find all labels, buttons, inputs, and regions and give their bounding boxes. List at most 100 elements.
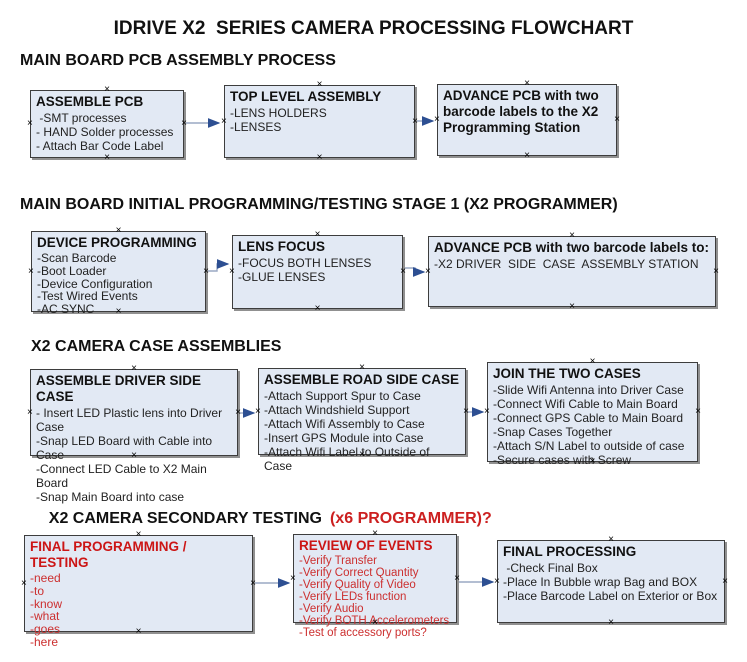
connection-point-icon: × <box>314 303 321 314</box>
box-item: -Place In Bubble wrap Bag and BOX <box>503 575 698 589</box>
box-item: -Device Configuration <box>37 276 153 291</box>
connector-arrow-deviceprog-to-lensfocus <box>207 259 230 272</box>
box-lens-focus: LENS FOCUS -FOCUS BOTH LENSES -GLUE LENS… <box>229 230 406 314</box>
box-top-level-assembly: TOP LEVEL ASSEMBLY -LENS HOLDERS -LENSES… <box>221 80 418 163</box>
connection-point-icon: × <box>229 266 235 277</box>
box-item: -FOCUS BOTH LENSES <box>238 256 372 270</box>
box-title: JOIN THE TWO CASES <box>493 366 641 381</box>
box-title: TOP LEVEL ASSEMBLY <box>230 89 382 104</box>
connection-point-icon: × <box>235 406 241 418</box>
box-item: -Attach Windshield Support <box>264 403 410 417</box>
box-assemble-driver-side-case: ASSEMBLE DRIVER SIDE CASE - Insert LED P… <box>27 364 241 505</box>
connection-point-icon: × <box>454 572 460 584</box>
box-assemble-road-side-case: ASSEMBLE ROAD SIDE CASE -Attach Support … <box>255 363 469 474</box>
box-item: - Attach Bar Code Label <box>36 139 164 153</box>
box-item: -Attach S/N Label to outside of case <box>493 439 685 453</box>
connection-point-icon: × <box>614 114 620 125</box>
box-item: -here <box>30 634 59 649</box>
box-item: -Place Barcode Label on Exterior or Box <box>503 589 718 603</box>
box-item: -Slide Wifi Antenna into Driver Case <box>493 383 684 397</box>
connection-point-icon: × <box>181 118 187 129</box>
box-item: -Test of accessory ports? <box>299 627 427 639</box>
box-item: -Attach Wifi Assembly to Case <box>264 417 425 431</box>
section-heading-secondary-testing-red: (x6 PROGRAMMER)? <box>330 510 492 527</box>
box-advance-pcb-programming-station: ADVANCE PCB with two barcode labels to t… <box>434 79 620 161</box>
connection-point-icon: × <box>104 152 110 163</box>
box-title: REVIEW OF EVENTS <box>299 538 433 553</box>
box-join-the-two-cases: JOIN THE TWO CASES -Slide Wifi Antenna i… <box>484 357 701 468</box>
connection-point-icon: × <box>722 575 728 587</box>
connection-point-icon: × <box>316 152 323 163</box>
box-item: -Connect LED Cable to X2 Main Board <box>36 462 211 490</box>
box-item: - HAND Solder processes <box>36 125 174 139</box>
connection-point-icon: × <box>425 265 431 277</box>
box-title: ASSEMBLE DRIVER SIDE CASE <box>36 373 205 404</box>
connection-point-icon: × <box>255 405 261 417</box>
box-item: -Check Final Box <box>503 561 598 575</box>
box-item: -need <box>30 571 61 585</box>
connection-point-icon: × <box>27 406 33 418</box>
box-device-programming: DEVICE PROGRAMMING -Scan Barcode -Boot L… <box>28 226 209 317</box>
box-item: -Attach Wifi Label to Outside of Case <box>264 445 433 473</box>
box-item: -Verify Quality of Video <box>299 579 416 591</box>
section-heading-secondary-testing-black: X2 CAMERA SECONDARY TESTING <box>48 510 322 527</box>
box-item: -Insert GPS Module into Case <box>264 431 424 445</box>
box-review-of-events: REVIEW OF EVENTS -Verify Transfer -Verif… <box>290 529 460 640</box>
page-title: IDRIVE X2 SERIES CAMERA PROCESSING FLOWC… <box>113 18 634 39</box>
box-title: LENS FOCUS <box>238 239 326 254</box>
box-item: -Test Wired Events <box>37 289 138 304</box>
box-item: -goes <box>30 622 61 637</box>
box-item: -Boot Loader <box>37 263 107 278</box>
connection-point-icon: × <box>203 265 209 277</box>
connection-point-icon: × <box>21 577 27 589</box>
box-item: -Connect GPS Cable to Main Board <box>493 411 684 425</box>
box-assemble-pcb: ASSEMBLE PCB -SMT processes - HAND Solde… <box>27 85 187 163</box>
box-item: -LENSES <box>230 120 282 134</box>
box-title: ADVANCE PCB with two barcode labels to t… <box>443 88 603 135</box>
connection-point-icon: × <box>463 405 469 417</box>
box-title: DEVICE PROGRAMMING <box>37 235 197 250</box>
box-item: -Scan Barcode <box>37 251 117 265</box>
box-title: ADVANCE PCB with two barcode labels to: <box>434 240 710 255</box>
box-item: - Insert LED Plastic lens into Driver Ca… <box>36 406 226 434</box>
box-title: FINAL PROCESSING <box>503 544 637 559</box>
section-heading-case-assemblies: X2 CAMERA CASE ASSEMBLIES <box>31 338 282 355</box>
connection-point-icon: × <box>250 577 256 589</box>
box-item: -Verify Transfer <box>299 555 377 567</box>
box-item: -what <box>30 609 60 624</box>
connection-point-icon: × <box>569 301 575 312</box>
box-item: -Attach Support Spur to Case <box>264 389 421 403</box>
connection-point-icon: × <box>695 406 701 417</box>
box-item: -know <box>30 596 63 611</box>
connection-point-icon: × <box>494 575 500 587</box>
connection-point-icon: × <box>713 265 719 277</box>
connection-point-icon: × <box>221 115 227 127</box>
box-title: ASSEMBLE PCB <box>36 94 144 109</box>
box-item: -X2 DRIVER SIDE CASE ASSEMBLY STATION <box>434 257 699 271</box>
box-item: -AC SYNC <box>37 302 95 317</box>
box-item: -Verify Correct Quantity <box>299 567 419 579</box>
box-item: -Snap Main Board into case <box>36 490 185 504</box>
box-item: -LENS HOLDERS <box>230 106 327 120</box>
box-item: -Connect Wifi Cable to Main Board <box>493 397 678 411</box>
connection-point-icon: × <box>290 572 296 584</box>
connection-point-icon: × <box>484 406 490 417</box>
section-heading-initial-programming: MAIN BOARD INITIAL PROGRAMMING/TESTING S… <box>20 196 618 213</box>
box-item: -GLUE LENSES <box>238 270 326 284</box>
connection-point-icon: × <box>28 265 34 277</box>
box-item: -Snap LED Board with Cable into Case <box>36 434 216 462</box>
connection-point-icon: × <box>400 266 406 277</box>
box-item: -Secure cases with Screw <box>493 453 632 467</box>
box-final-processing: FINAL PROCESSING -Check Final Box -Place… <box>494 535 728 628</box>
connection-point-icon: × <box>434 114 440 125</box>
box-item: -Snap Cases Together <box>493 425 613 439</box>
box-title: FINAL PROGRAMMING / TESTING <box>30 539 191 570</box>
connection-point-icon: × <box>524 150 530 161</box>
box-item: -Verify BOTH Accelerometers <box>299 615 450 627</box>
box-item: -to <box>30 583 45 598</box>
section-heading-secondary-testing: X2 CAMERA SECONDARY TESTING (x6 PROGRAMME… <box>31 492 492 546</box>
box-item: -Verify LEDs function <box>299 591 407 603</box>
box-advance-pcb-driver-side-station: ADVANCE PCB with two barcode labels to: … <box>425 231 719 312</box>
connection-point-icon: × <box>608 617 614 628</box>
